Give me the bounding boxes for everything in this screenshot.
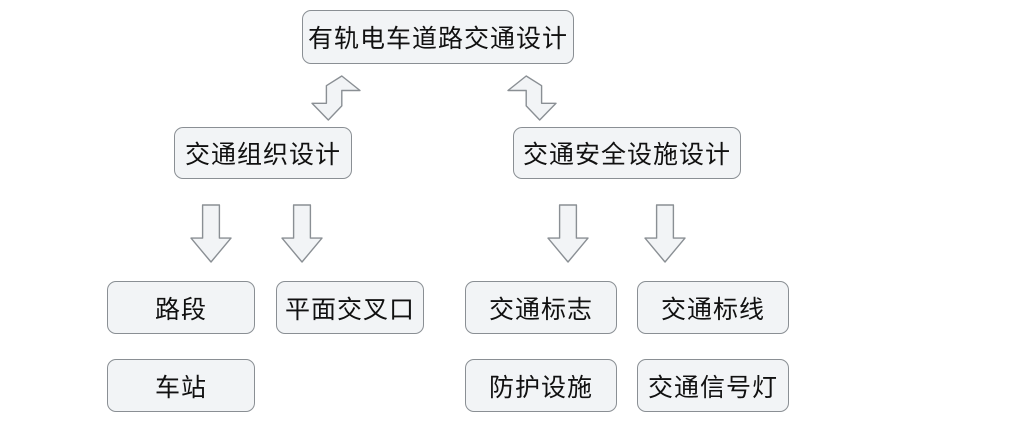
node-label: 交通信号灯 bbox=[647, 373, 778, 402]
node-traffic-safety-facility-design: 交通安全设施设计 bbox=[513, 127, 741, 179]
arrow-title-to-traffic-safety bbox=[507, 75, 557, 121]
node-tram-road-traffic-design: 有轨电车道路交通设计 bbox=[302, 10, 574, 64]
arrow-organization-to-intersection bbox=[281, 204, 323, 263]
node-protection-facility: 防护设施 bbox=[465, 359, 617, 412]
node-label: 交通标志 bbox=[488, 295, 593, 324]
node-label: 交通组织设计 bbox=[184, 141, 341, 169]
node-road-section: 路段 bbox=[107, 281, 255, 334]
node-label: 交通安全设施设计 bbox=[522, 141, 731, 169]
node-label: 防护设施 bbox=[488, 373, 593, 402]
node-label: 平面交叉口 bbox=[284, 295, 415, 324]
node-label: 车站 bbox=[154, 373, 207, 402]
arrow-safety-to-traffic-sign bbox=[547, 204, 589, 263]
node-label: 有轨电车道路交通设计 bbox=[307, 25, 568, 53]
arrow-organization-to-road-section bbox=[190, 204, 232, 263]
node-traffic-sign: 交通标志 bbox=[465, 281, 617, 334]
node-traffic-signal-light: 交通信号灯 bbox=[637, 359, 789, 412]
node-label: 路段 bbox=[154, 295, 207, 324]
node-station: 车站 bbox=[107, 359, 255, 412]
node-at-grade-intersection: 平面交叉口 bbox=[276, 281, 424, 334]
arrow-safety-to-traffic-marking bbox=[644, 204, 686, 263]
node-traffic-organization-design: 交通组织设计 bbox=[174, 127, 352, 179]
node-label: 交通标线 bbox=[660, 295, 765, 324]
arrow-title-to-traffic-organization bbox=[311, 75, 361, 121]
node-traffic-marking: 交通标线 bbox=[637, 281, 789, 334]
